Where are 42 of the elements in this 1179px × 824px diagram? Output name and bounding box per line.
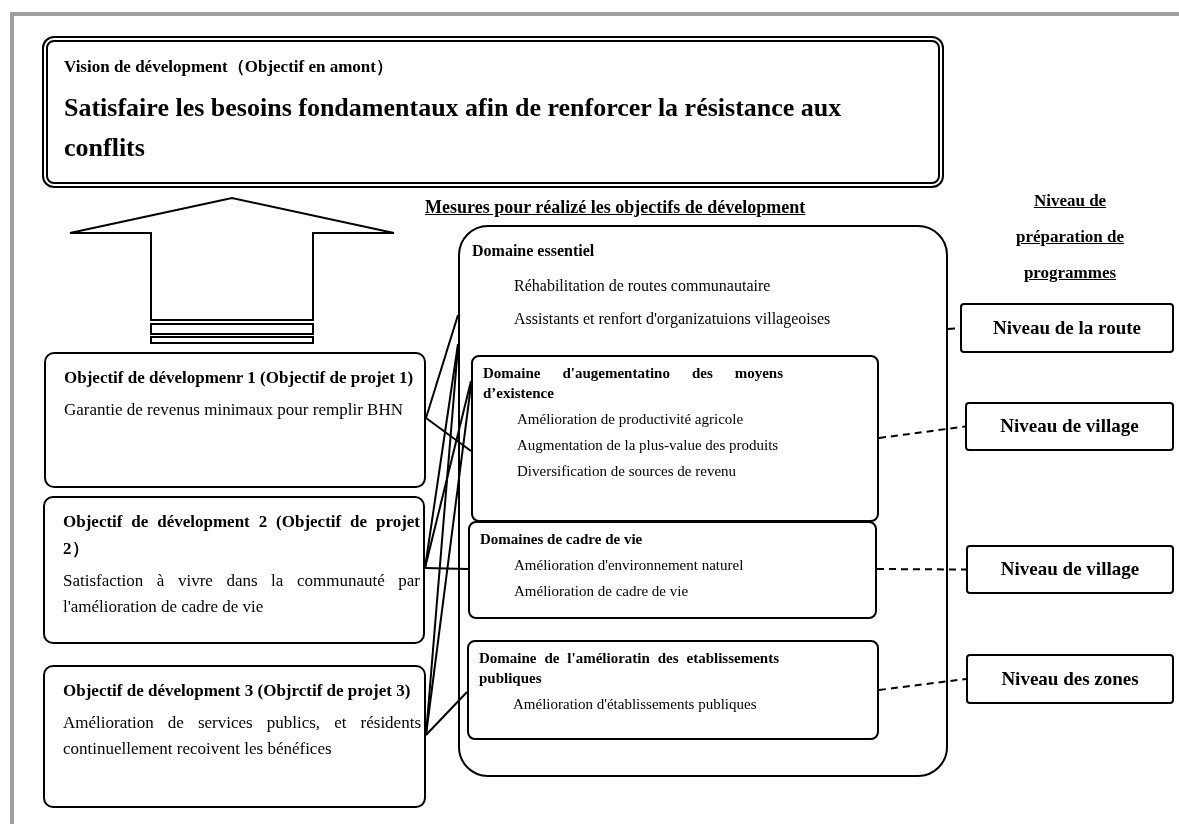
objective-box [43, 665, 426, 808]
block-arrow [69, 196, 395, 344]
connector-line [425, 314, 459, 419]
vision-box [42, 36, 944, 188]
domain-heading: Domaine essentiel [472, 241, 596, 261]
measure-item: Réhabilitation de routes communautaire [513, 276, 772, 296]
objective-title: Objectif de dévelopmenr 1 (Objectif de projet 1) [64, 367, 415, 389]
objective-description: Amélioration de services publics, et résidents continuellement recoivent les bénéfices [63, 712, 421, 760]
domain-box [468, 521, 877, 619]
dashed-connector [878, 678, 967, 691]
level-box: Niveau de village [965, 402, 1174, 451]
objective-description: Satisfaction à vivre dans la communauté par l'amélioration de cadre de vie [63, 570, 420, 618]
domain-heading: Domaine d'augementatino des moyens d’existence [483, 364, 783, 403]
connector-line [424, 380, 472, 569]
dashed-connector [876, 568, 967, 571]
connector-line [425, 417, 472, 452]
vision-statement: Satisfaire les besoins fondamentaux afin de renforcer la résistance aux conflits [64, 92, 843, 164]
dashed-connector [878, 425, 966, 439]
domain-heading: Domaine de l'amélioratin des etablissements publiques [479, 649, 779, 688]
section-heading: Mesures pour réalizé les objectifs de dévelopment [425, 196, 806, 219]
level-box: Niveau de la route [960, 303, 1174, 353]
objective-box [43, 496, 425, 644]
measure-item: Augmentation de la plus-value des produits [516, 436, 780, 455]
vision-heading: Vision de dévelopment（Objectif en amont） [64, 56, 394, 78]
measure-item: Assistants et renfort d'organizatuions villageoises [513, 309, 832, 329]
level-box: Niveau de village [966, 545, 1174, 594]
measure-item: Amélioration d'environnement naturel [513, 556, 745, 575]
connector-line [424, 567, 469, 570]
connector-line [425, 691, 468, 736]
column-heading: Niveau de préparation de programmes [1014, 190, 1126, 284]
measure-item: Amélioration de productivité agricole [516, 410, 745, 429]
domain-box [471, 355, 879, 522]
measure-item: Diversification de sources de revenu [516, 462, 738, 481]
measure-item: Amélioration de cadre de vie [513, 582, 690, 601]
measure-item: Amélioration d'établissements publiques [512, 695, 758, 714]
objective-title: Objectif de dévelopment 2 (Objectif de projet 2） [63, 511, 420, 560]
objective-box [44, 352, 426, 488]
domain-box [467, 640, 879, 740]
level-box: Niveau des zones [966, 654, 1174, 704]
objective-title: Objectif de dévelopment 3 (Objrctif de projet 3) [63, 680, 412, 702]
objective-description: Garantie de revenus minimaux pour remplir BHN [64, 399, 404, 421]
domain-heading: Domaines de cadre de vie [480, 530, 644, 549]
